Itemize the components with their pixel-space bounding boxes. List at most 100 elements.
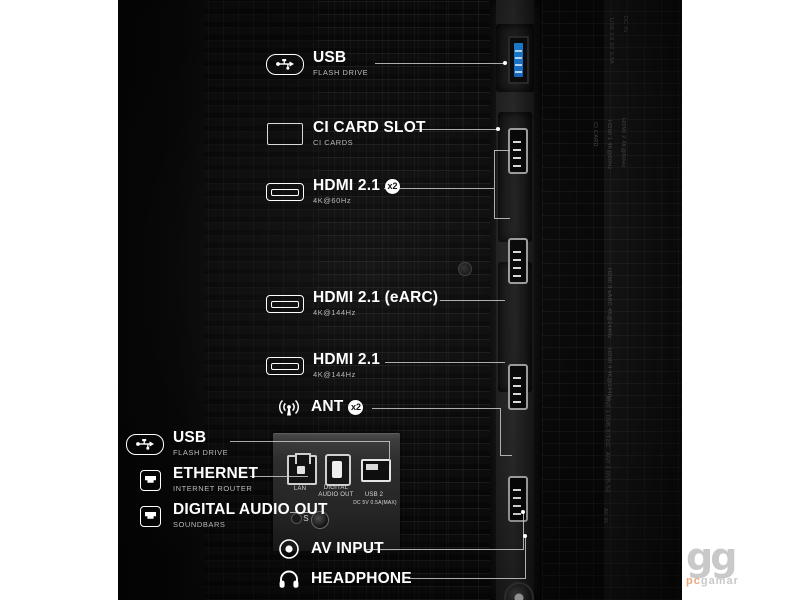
silkscreen-digital-audio-2: AUDIO OUT: [318, 492, 354, 498]
leader-dot-ci-card: [496, 127, 500, 131]
callout-ethernet: ETHERNET INTERNET ROUTER: [136, 466, 258, 494]
count-badge: x2: [385, 178, 401, 194]
optical-audio-icon: [136, 505, 164, 527]
bezel-label-0: USB 3.0 5V 0.9A: [608, 18, 614, 65]
hdmi-icon: [266, 293, 304, 315]
leader-usb-top: [375, 63, 505, 64]
usb-icon: [126, 433, 164, 455]
bezel-label-7: ANT 1 DVB-T/T2/C: [604, 396, 610, 448]
leader-ethernet: [250, 476, 308, 477]
callout-subtitle: FLASH DRIVE: [173, 448, 229, 457]
hdmi-port-2: [508, 238, 528, 284]
leader-hdmi-x2-v2: [494, 188, 495, 218]
watermark-prefix: pc: [686, 575, 701, 587]
right-bezel: USB 3.0 5V 0.9A DC IN HDMI 1 4K@60Hz HDM…: [542, 0, 682, 600]
silkscreen-lan: LAN: [293, 486, 307, 492]
watermark-suffix: gamar: [700, 575, 739, 587]
headphone-icon: [276, 568, 302, 590]
hdmi-port-4: [508, 476, 528, 522]
pcgamar-watermark: gg pcgamar: [686, 535, 790, 592]
leader-hdmi-x2-b1: [494, 150, 510, 151]
leader-headphone-h: [408, 578, 526, 579]
hdmi-icon: [266, 355, 304, 377]
bezel-label-8: ANT 2 DVB-S2: [604, 452, 610, 493]
callout-title: USB: [313, 49, 347, 66]
hdmi-port-3-earc: [508, 364, 528, 410]
callout-subtitle: 4K@60Hz: [313, 196, 352, 205]
callout-subtitle: CI CARDS: [313, 138, 354, 147]
optical-audio-jack: [325, 454, 351, 486]
callout-digital-audio-out: DIGITAL AUDIO OUT SOUNDBARS: [136, 502, 328, 530]
leader-av-input-h: [366, 549, 524, 550]
callout-subtitle: FLASH DRIVE: [313, 68, 369, 77]
bezel-label-2: HDMI 1 4K@60Hz: [606, 120, 612, 170]
callout-hdmi-21-x2: HDMI 2.1 x2 4K@60Hz: [266, 178, 401, 206]
callout-title: HDMI 2.1: [313, 351, 381, 368]
bezel-label-6: HDMI 4 4K@144Hz: [606, 348, 612, 401]
usb3-port-blue-insert: [514, 43, 523, 77]
silkscreen-usb2: USB 2: [364, 492, 384, 498]
ethernet-icon: [136, 469, 164, 491]
callout-title: USB: [173, 429, 207, 446]
leader-usb-bottom-v: [389, 441, 390, 465]
callout-subtitle: 4K@144Hz: [313, 370, 356, 379]
callout-usb-bottom: USB FLASH DRIVE: [126, 430, 228, 458]
hdmi-port-1: [508, 128, 528, 174]
usb3-port: [508, 36, 529, 84]
leader-hdmi-earc: [440, 300, 505, 301]
leader-headphone-v: [525, 536, 526, 578]
bezel-label-3: HDMI 2 4K@60Hz: [620, 118, 626, 168]
leader-digital-audio: [290, 512, 316, 513]
bezel-label-9: AV IN: [602, 508, 608, 524]
leader-ant-v: [500, 408, 501, 455]
usb2-jack: [361, 459, 391, 482]
callout-av-input: AV INPUT: [276, 538, 384, 560]
ci-card-icon: [266, 123, 304, 145]
callout-title: AV INPUT: [311, 540, 384, 557]
callout-subtitle: INTERNET ROUTER: [173, 484, 253, 493]
callout-hdmi-21: HDMI 2.1 4K@144Hz: [266, 352, 380, 380]
callout-ant: ANT x2: [276, 396, 364, 418]
silkscreen-usb2-power: DC 5V 0.5A(MAX): [353, 500, 397, 506]
callout-title: HDMI 2.1 x2: [313, 178, 401, 194]
lan-jack: [287, 453, 317, 485]
leader-dot-headphone: [523, 534, 527, 538]
callout-ci-card-slot: CI CARD SLOT CI CARDS: [266, 120, 426, 148]
callout-title: HEADPHONE: [311, 570, 412, 587]
callout-title: CI CARD SLOT: [313, 119, 426, 136]
callout-hdmi-21-earc: HDMI 2.1 (eARC) 4K@144Hz: [266, 290, 438, 318]
watermark-wordmark: pcgamar: [686, 575, 790, 587]
usb-icon: [266, 53, 304, 75]
leader-usb-bottom-h: [230, 441, 390, 442]
bezel-label-4: CI CARD: [592, 122, 598, 147]
silkscreen-digital-audio-1: DIGITAL: [323, 485, 349, 491]
leader-dot-av-input: [521, 510, 525, 514]
callout-subtitle: SOUNDBARS: [173, 520, 226, 529]
leader-ci-card: [415, 129, 500, 130]
callout-headphone: HEADPHONE: [276, 568, 412, 590]
callout-title: ETHERNET: [173, 465, 259, 482]
callout-title: ANT x2: [311, 399, 364, 415]
bezel-label-5: HDMI 3 eARC 4K@144Hz: [606, 268, 612, 339]
watermark-mark: gg: [686, 535, 737, 579]
callout-usb-top: USB FLASH DRIVE: [266, 50, 368, 78]
callout-subtitle: 4K@144Hz: [313, 308, 356, 317]
leader-dot-usb-top: [503, 61, 507, 65]
leader-hdmi: [385, 362, 505, 363]
bottom-connector-block: LAN DIGITAL AUDIO OUT USB 2 DC 5V 0.5A(M…: [273, 433, 400, 551]
right-bezel-texture: [542, 0, 682, 600]
leader-hdmi-x2-b2: [494, 218, 510, 219]
leader-av-input-v: [523, 512, 524, 549]
leader-hdmi-x2-v1: [494, 150, 495, 188]
callout-title: DIGITAL AUDIO OUT: [173, 501, 328, 518]
leader-hdmi-x2-h: [384, 188, 494, 189]
bezel-label-1: DC IN: [622, 16, 628, 33]
leader-ant: [372, 408, 500, 409]
av-input-icon: [276, 538, 302, 560]
panel-screw-hole: [458, 262, 472, 276]
count-badge: x2: [348, 399, 364, 415]
hdmi-icon: [266, 181, 304, 203]
antenna-icon: [276, 396, 302, 418]
leader-ant-b: [500, 455, 512, 456]
